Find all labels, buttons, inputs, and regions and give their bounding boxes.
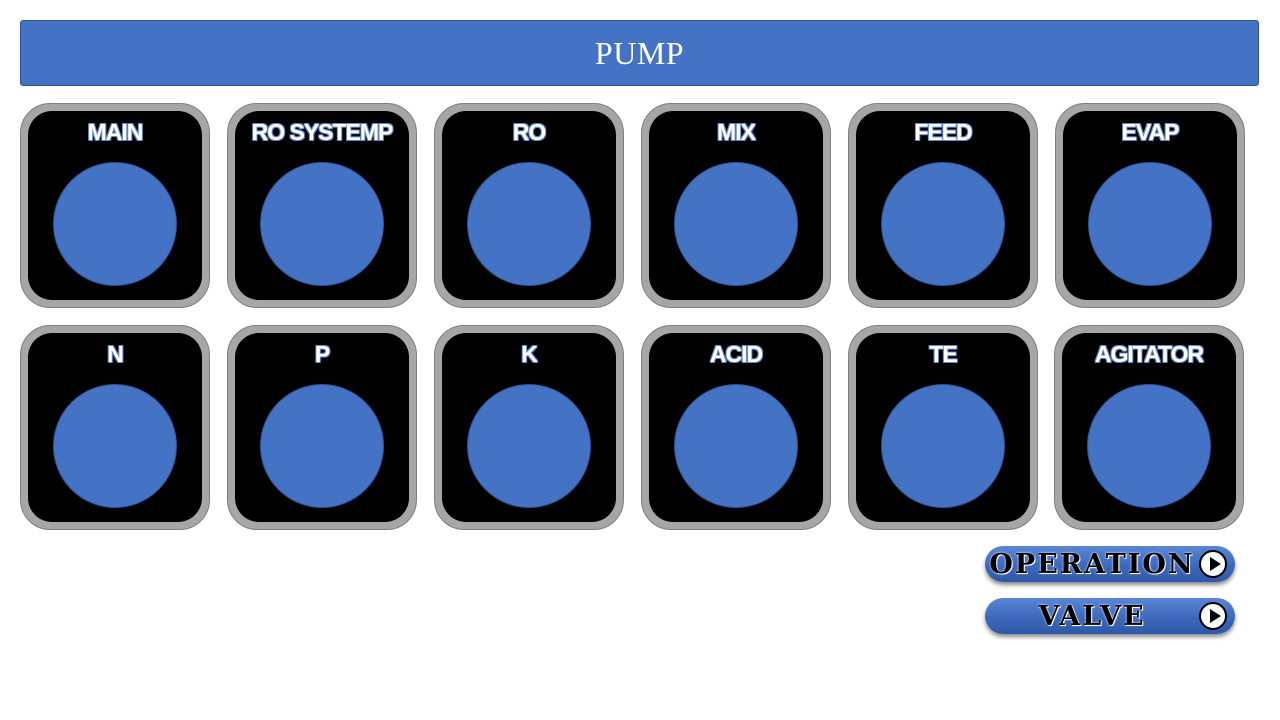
pump-tile-mix[interactable]: MIX	[641, 103, 831, 308]
play-circle-icon	[1199, 550, 1227, 578]
pump-label: ACID	[709, 341, 763, 367]
pump-status-indicator[interactable]	[881, 384, 1005, 508]
pump-tile-p[interactable]: P	[227, 325, 417, 530]
tile-face: RO SYSTEMP	[235, 111, 409, 300]
pump-tile-ro[interactable]: RO	[434, 103, 624, 308]
tile-face: ACID	[649, 333, 823, 522]
pump-label: MIX	[717, 119, 756, 145]
pump-tile-acid[interactable]: ACID	[641, 325, 831, 530]
valve-button[interactable]: VALVE	[985, 598, 1235, 634]
pump-status-indicator[interactable]	[467, 384, 591, 508]
pump-grid: MAIN RO SYSTEMP RO MIX FEED EVAP	[20, 103, 1250, 533]
tile-face: P	[235, 333, 409, 522]
pump-status-indicator[interactable]	[53, 162, 177, 286]
operation-button-label: OPERATION	[989, 548, 1195, 580]
tile-face: RO	[442, 111, 616, 300]
tile-face: AGITATOR	[1062, 333, 1236, 522]
pump-status-indicator[interactable]	[674, 384, 798, 508]
valve-button-label: VALVE	[1038, 600, 1146, 632]
tile-face: TE	[856, 333, 1030, 522]
pump-label: RO	[512, 119, 547, 145]
pump-label: FEED	[914, 119, 972, 145]
pump-label: K	[521, 341, 538, 367]
pump-tile-agitator[interactable]: AGITATOR	[1054, 325, 1244, 530]
tile-face: N	[28, 333, 202, 522]
pump-status-indicator[interactable]	[260, 384, 384, 508]
pump-tile-feed[interactable]: FEED	[848, 103, 1038, 308]
operation-button[interactable]: OPERATION	[985, 546, 1235, 582]
pump-label: N	[107, 341, 124, 367]
pump-tile-n[interactable]: N	[20, 325, 210, 530]
pump-status-indicator[interactable]	[674, 162, 798, 286]
pump-tile-k[interactable]: K	[434, 325, 624, 530]
pump-status-indicator[interactable]	[881, 162, 1005, 286]
pump-label: AGITATOR	[1094, 341, 1204, 367]
pump-status-indicator[interactable]	[260, 162, 384, 286]
tile-face: MIX	[649, 111, 823, 300]
pump-tile-evap[interactable]: EVAP	[1055, 103, 1245, 308]
pump-status-indicator[interactable]	[1087, 384, 1211, 508]
pump-status-indicator[interactable]	[467, 162, 591, 286]
pump-label: RO SYSTEMP	[251, 119, 394, 145]
title-bar: PUMP	[20, 20, 1259, 86]
pump-status-indicator[interactable]	[1088, 162, 1212, 286]
pump-tile-ro-systemp[interactable]: RO SYSTEMP	[227, 103, 417, 308]
page-title: PUMP	[594, 34, 685, 71]
pump-label: MAIN	[87, 119, 144, 145]
play-circle-icon	[1199, 602, 1227, 630]
tile-face: K	[442, 333, 616, 522]
pump-label: TE	[929, 341, 957, 367]
tile-face: MAIN	[28, 111, 202, 300]
pump-tile-main[interactable]: MAIN	[20, 103, 210, 308]
pump-label: P	[314, 341, 330, 367]
tile-face: FEED	[856, 111, 1030, 300]
pump-status-indicator[interactable]	[53, 384, 177, 508]
tile-face: EVAP	[1063, 111, 1237, 300]
pump-tile-te[interactable]: TE	[848, 325, 1038, 530]
pump-label: EVAP	[1121, 119, 1180, 145]
